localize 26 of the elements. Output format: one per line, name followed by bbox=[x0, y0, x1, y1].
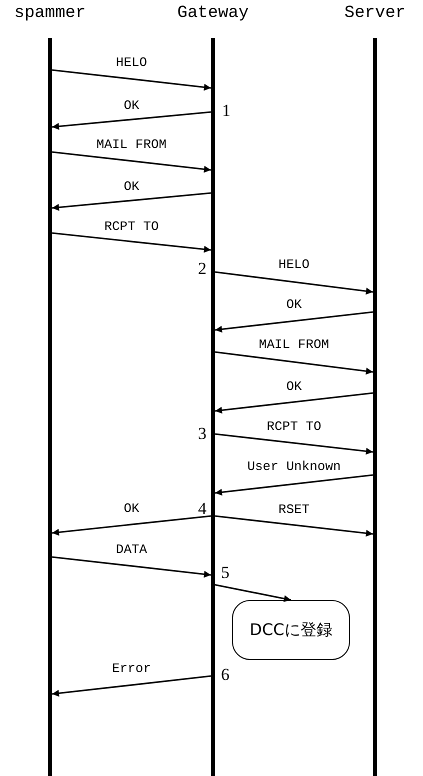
message-arrow bbox=[214, 515, 374, 537]
message-arrow bbox=[214, 271, 374, 295]
message-arrow bbox=[52, 111, 212, 130]
lifeline-label: Gateway bbox=[176, 4, 250, 24]
message-arrow bbox=[52, 556, 212, 578]
process-box: DCCに登録 bbox=[232, 600, 350, 660]
message-arrow bbox=[52, 69, 212, 91]
message-arrow bbox=[214, 311, 374, 333]
message-arrow bbox=[214, 351, 374, 375]
step-number: 3 bbox=[198, 425, 206, 443]
message-arrow bbox=[52, 675, 212, 697]
message-arrow bbox=[214, 474, 374, 496]
lifeline-label: Server bbox=[343, 4, 407, 24]
step-number: 6 bbox=[221, 666, 230, 684]
message-arrow bbox=[52, 151, 212, 173]
message-arrow bbox=[210, 583, 292, 602]
step-number: 1 bbox=[222, 102, 230, 120]
step-number: 5 bbox=[221, 564, 230, 582]
message-arrow bbox=[214, 392, 374, 414]
lifeline-label: spammer bbox=[13, 4, 87, 24]
message-arrow bbox=[214, 433, 374, 455]
message-arrow bbox=[52, 192, 212, 211]
step-number: 4 bbox=[198, 500, 206, 518]
step-number: 2 bbox=[198, 260, 206, 278]
message-arrow bbox=[52, 515, 212, 536]
message-arrow bbox=[52, 232, 212, 253]
